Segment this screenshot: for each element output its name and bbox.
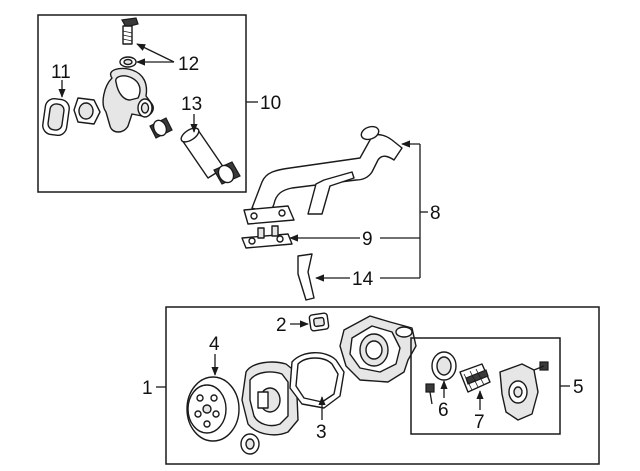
part-9-pipe-gasket[interactable]: [241, 225, 293, 249]
callout-6: 6: [438, 400, 449, 421]
part-12-bleeder-screw[interactable]: [121, 17, 139, 45]
part-11-seal[interactable]: [73, 97, 101, 125]
callout-5: 5: [573, 377, 584, 398]
part-7-thermostat[interactable]: [459, 363, 491, 393]
callout-7: 7: [474, 412, 485, 433]
part-3-pump-gasket[interactable]: [289, 352, 345, 409]
callout-9: 9: [362, 229, 373, 250]
part-13-clamp-lower[interactable]: [213, 161, 241, 185]
callout-14: 14: [352, 269, 374, 290]
part-bolt-right[interactable]: [533, 361, 549, 371]
part-4-pulley[interactable]: [186, 376, 240, 442]
callout-4: 4: [209, 334, 220, 355]
part-14-bypass-hose[interactable]: [297, 253, 315, 301]
callout-11: 11: [51, 62, 71, 83]
part-bolt-left[interactable]: [425, 383, 435, 405]
leader-lines: [58, 43, 570, 420]
callout-2: 2: [276, 315, 287, 336]
part-seal-ring[interactable]: [240, 433, 260, 455]
part-12-washer[interactable]: [119, 56, 137, 68]
callout-12: 12: [178, 54, 199, 75]
callout-8: 8: [430, 203, 441, 224]
callout-3: 3: [316, 422, 327, 443]
callout-1: 1: [142, 378, 153, 399]
thermostat-housing[interactable]: [499, 363, 539, 421]
water-outlet-housing[interactable]: [339, 315, 417, 383]
group-box-10: [37, 14, 247, 193]
part-11-gasket[interactable]: [42, 97, 71, 137]
callout-13: 13: [181, 94, 202, 115]
part-10-outlet-housing[interactable]: [102, 67, 154, 133]
water-pump-assembly[interactable]: [241, 361, 299, 436]
part-6-o-ring[interactable]: [431, 351, 457, 381]
part-8-coolant-pipe[interactable]: [243, 124, 403, 225]
callout-10: 10: [260, 93, 281, 114]
group-box-1: [165, 306, 600, 465]
part-2-seal[interactable]: [308, 312, 330, 332]
part-13-clamp-upper[interactable]: [149, 117, 173, 139]
